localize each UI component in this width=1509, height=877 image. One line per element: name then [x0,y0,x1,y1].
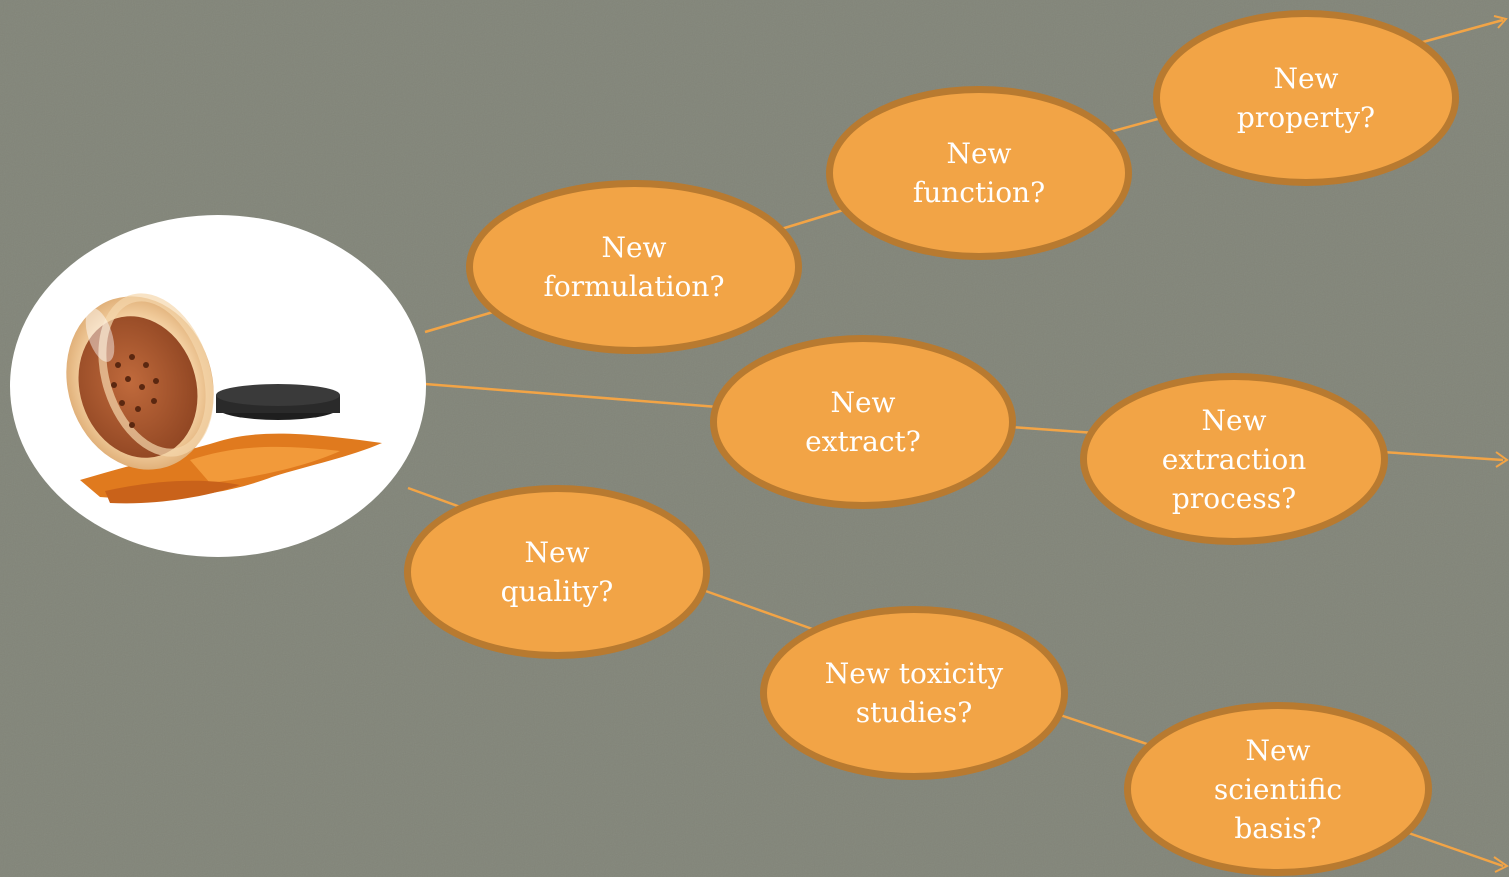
arrowhead-middle [1495,451,1509,468]
connector-image-extract [424,382,719,409]
node-new-toxicity-studies-label: New toxicity studies? [824,657,1004,729]
arrowhead-bottom [1493,856,1509,873]
node-new-scientific-basis-label: New scientific basis? [1213,733,1343,845]
powder-jar-image [10,215,426,557]
connector-extraction-out [1381,450,1504,462]
node-new-extraction-process: New extraction process? [1080,373,1388,545]
connector-property-out [1411,18,1504,47]
node-new-extraction-process-label: New extraction process? [1161,403,1307,515]
node-new-scientific-basis: New scientific basis? [1124,702,1432,876]
node-new-toxicity-studies: New toxicity studies? [760,606,1068,780]
node-new-formulation: New formulation? [466,180,802,354]
node-new-formulation-label: New formulation? [543,231,725,303]
connector-formulation-function [777,206,851,232]
connector-scientific-out [1399,828,1504,868]
connector-function-property [1105,115,1166,135]
node-new-extract-label: New extract? [805,386,921,458]
node-new-function: New function? [826,86,1132,260]
connector-toxicity-scientific [1056,712,1151,747]
connector-image-formulation [424,308,501,334]
node-new-property-label: New property? [1236,62,1376,134]
node-new-quality: New quality? [404,485,710,659]
connector-extract-extraction [1009,425,1096,435]
node-new-property: New property? [1153,10,1459,186]
connector-quality-toxicity [699,587,819,633]
node-new-function-label: New function? [912,137,1046,209]
node-new-quality-label: New quality? [500,536,614,608]
arrowhead-top [1493,15,1508,29]
node-new-extract: New extract? [710,335,1016,509]
